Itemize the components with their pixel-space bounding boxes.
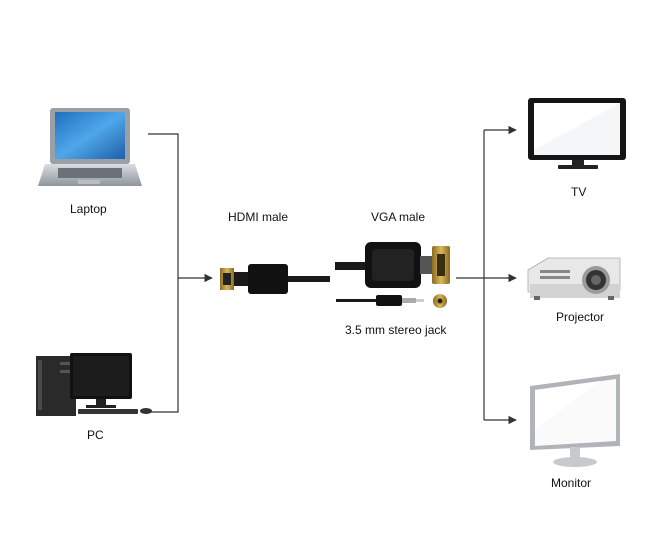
audio-jack-label: 3.5 mm stereo jack [345,323,447,337]
right-connector-lines [456,125,517,425]
monitor-icon [530,374,620,467]
laptop-icon [38,108,142,186]
tv-label: TV [571,185,587,199]
projector-icon [527,257,621,300]
laptop-label: Laptop [70,202,107,216]
vga-connector-icon [335,242,450,288]
monitor-label: Monitor [551,476,592,490]
pc-label: PC [87,428,104,442]
pc-icon [36,353,152,416]
projector-label: Projector [556,310,605,324]
audio-jack-icon [336,294,447,308]
hdmi-connector-icon [220,264,330,294]
vga-label: VGA male [371,210,426,224]
tv-icon [528,98,626,169]
hdmi-label: HDMI male [228,210,289,224]
left-connector-lines [148,133,213,413]
